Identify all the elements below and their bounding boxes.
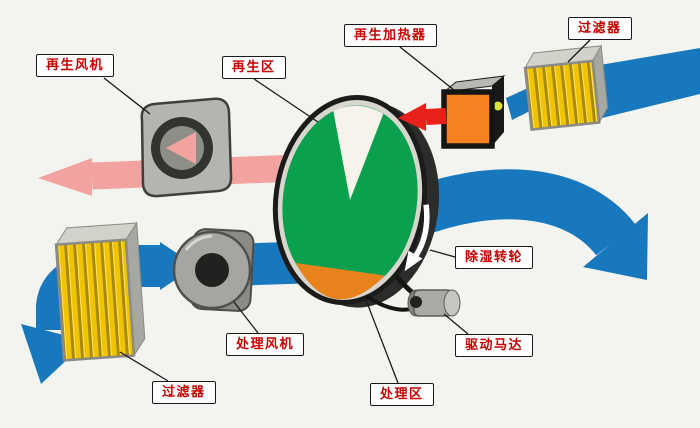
leader-process-zone <box>365 299 399 384</box>
heater-side-face <box>492 76 504 146</box>
desiccant-wheel <box>272 94 440 308</box>
leader-drive-motor <box>443 313 469 335</box>
leader-process-fan <box>233 301 259 334</box>
filter-pleats <box>523 59 601 131</box>
wheel-bottom-sector <box>295 263 385 300</box>
label-process-zone: 处理区 <box>370 383 434 406</box>
fan-inlet-arrow-icon <box>166 132 196 164</box>
drive-motor-assembly <box>364 274 461 317</box>
fan-highlight <box>184 234 213 251</box>
leader-regen-heater <box>399 46 455 91</box>
leader-regen-zone <box>253 78 319 123</box>
label-regeneration-fan: 再生风机 <box>36 54 115 77</box>
motor-end-right <box>443 289 461 317</box>
leader-lines <box>103 39 591 384</box>
exhaust-arrowhead <box>38 158 92 196</box>
heater-filter-connector <box>506 88 532 120</box>
process-fan-hub <box>195 253 229 287</box>
hot-air-arrowhead <box>398 103 426 131</box>
rotation-arrowhead <box>404 250 423 272</box>
heater-indicator-dot <box>493 101 503 111</box>
filter-pleats <box>54 238 136 362</box>
label-regeneration-zone: 再生区 <box>222 56 286 79</box>
label-regeneration-heater: 再生加热器 <box>344 24 437 47</box>
supply-arrowhead <box>583 213 648 280</box>
leader-filter-top <box>567 39 591 63</box>
label-drive-motor: 驱动马达 <box>455 334 534 357</box>
regeneration-heater <box>441 75 506 149</box>
label-dehumid-wheel: 除湿转轮 <box>455 246 534 269</box>
leader-regen-fan <box>103 77 151 115</box>
process-filter <box>54 221 146 362</box>
regen-filter <box>523 44 609 131</box>
motor-pulley <box>410 296 422 308</box>
label-process-fan: 处理风机 <box>226 333 305 356</box>
regen-inlet-band <box>594 48 700 118</box>
process-fan <box>172 228 255 312</box>
leader-filter-bottom <box>119 351 169 382</box>
hot-air-band <box>425 108 447 125</box>
label-filter-top: 过滤器 <box>568 17 632 40</box>
heater-front-face <box>441 89 495 149</box>
regeneration-fan <box>140 97 233 198</box>
hot-air-flow <box>398 103 447 131</box>
rotation-arrow <box>413 204 430 258</box>
label-filter-bottom: 过滤器 <box>152 381 216 404</box>
leader-wheel <box>429 249 456 258</box>
wheel-regen-sector <box>333 105 384 200</box>
